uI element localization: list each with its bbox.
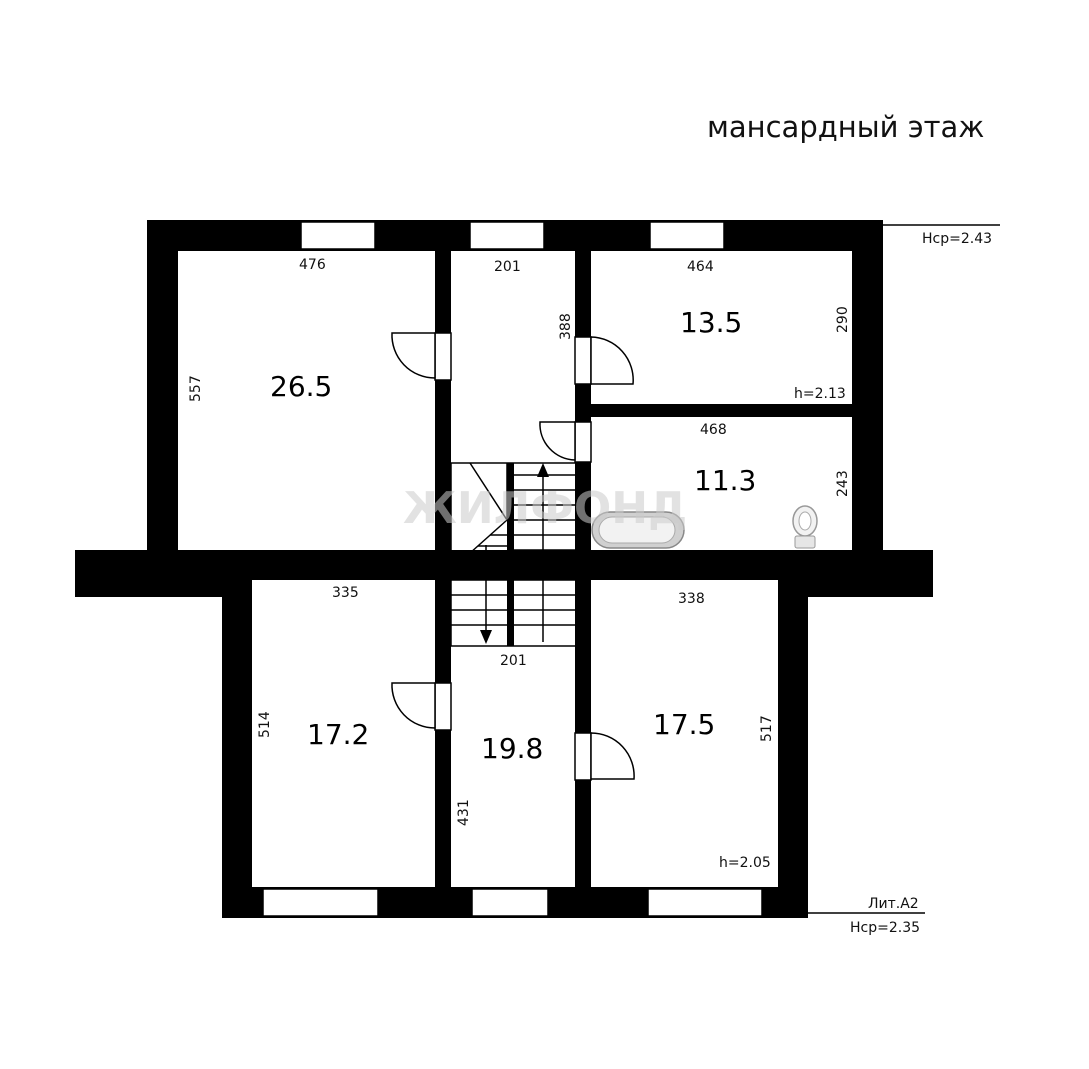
stairs	[450, 462, 575, 647]
watermark: ЖИЛФОНД	[403, 483, 687, 534]
dim-17-2-height: 514	[257, 711, 273, 738]
stair-arrows	[480, 463, 549, 644]
walls	[75, 220, 933, 918]
doors	[391, 332, 635, 781]
hcp-top-label: Нср=2.43	[922, 231, 992, 247]
dim-17-2-width: 335	[332, 585, 359, 601]
dim-13-5-height: 290	[835, 306, 851, 333]
room-area-11-3: 11.3	[694, 464, 756, 497]
dim-19-8-width: 201	[500, 653, 527, 669]
plan-title: мансардный этаж	[707, 110, 984, 144]
dim-11-3-width: 468	[700, 422, 727, 438]
dim-11-3-height: 243	[835, 470, 851, 497]
room-area-13-5: 13.5	[680, 306, 742, 339]
room-area-19-8: 19.8	[481, 732, 543, 765]
dim-17-5-width: 338	[678, 591, 705, 607]
room-13-5-height-note: h=2.13	[794, 386, 846, 402]
room-area-17-2: 17.2	[307, 718, 369, 751]
toilet-icon	[792, 505, 818, 549]
bathtub-icon	[591, 511, 685, 549]
window-top-3	[649, 221, 725, 250]
lit-label: Лит.А2	[868, 896, 919, 912]
dim-26-5-height: 557	[188, 375, 204, 402]
dim-19-8-height: 431	[456, 799, 472, 826]
dim-hall-width: 201	[494, 259, 521, 275]
window-bottom-2	[471, 888, 549, 917]
dim-17-5-height: 517	[759, 715, 775, 742]
window-top-2	[469, 221, 545, 250]
window-bottom-1	[262, 888, 379, 917]
dim-13-5-width: 464	[687, 259, 714, 275]
room-area-17-5: 17.5	[653, 708, 715, 741]
dim-26-5-width: 476	[299, 257, 326, 273]
room-17-5-height-note: h=2.05	[719, 855, 771, 871]
windows	[262, 221, 763, 917]
room-area-26-5: 26.5	[270, 370, 332, 403]
dim-hall-height: 388	[558, 313, 574, 340]
window-top-1	[300, 221, 376, 250]
window-bottom-3	[647, 888, 763, 917]
hcp-bottom-label: Нср=2.35	[850, 920, 920, 936]
